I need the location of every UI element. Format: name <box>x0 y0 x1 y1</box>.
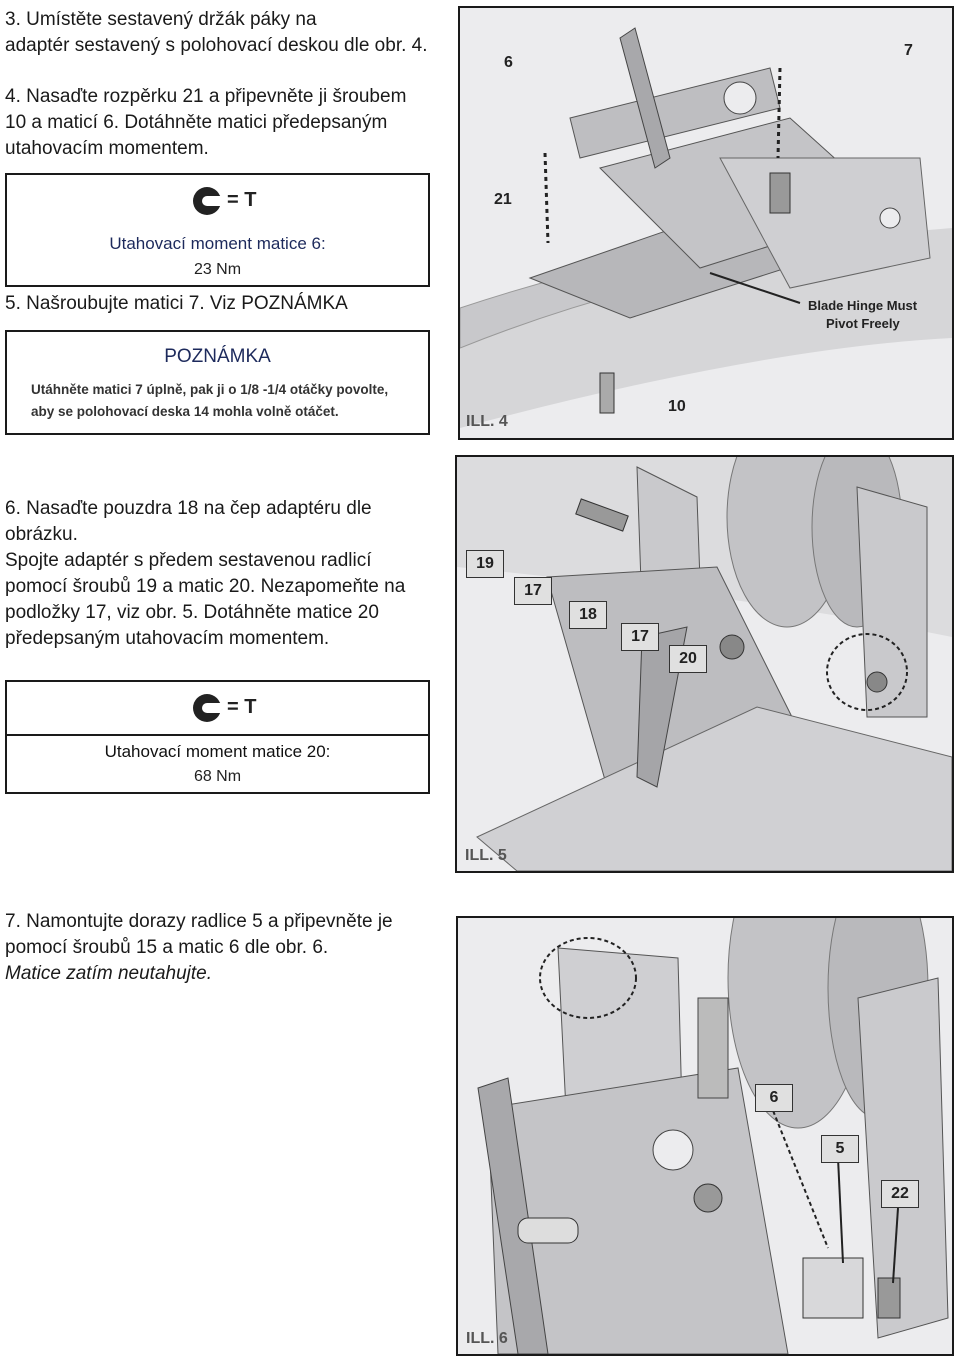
fig4-ill-label: ILL. 4 <box>466 413 508 430</box>
note-line1: Utáhněte matici 7 úplně, pak ji o 1/8 -1… <box>31 382 389 397</box>
fig4-label-6: 6 <box>504 54 513 71</box>
figure-ill-4: 6 7 21 10 Blade Hinge Must Pivot Freely … <box>458 6 954 440</box>
torque-divider <box>7 734 428 736</box>
step6-line2: obrázku. <box>5 524 78 545</box>
step6-line6: předepsaným utahovacím momentem. <box>5 628 330 649</box>
torque-box-1: = T Utahovací moment matice 6: 23 Nm <box>5 173 430 287</box>
fig4-label-7: 7 <box>904 42 913 59</box>
fig5-callout-18: 18 <box>569 601 607 629</box>
note-box: POZNÁMKA Utáhněte matici 7 úplně, pak ji… <box>5 330 430 435</box>
figure-ill-5: 19 17 18 17 20 ILL. 5 <box>455 455 954 873</box>
fig5-callout-19: 19 <box>466 550 504 578</box>
fig5-callout-20: 20 <box>669 645 707 673</box>
note-title: POZNÁMKA <box>164 346 271 367</box>
fig6-callout-5: 5 <box>821 1135 859 1163</box>
torque-label-1: Utahovací moment matice 6: <box>109 234 326 253</box>
step5-text: 5. Našroubujte matici 7. Viz POZNÁMKA <box>5 293 348 314</box>
fig5-callout-17a: 17 <box>514 577 552 605</box>
step4-line3: utahovacím momentem. <box>5 138 209 159</box>
torque-label-2: Utahovací moment matice 20: <box>104 742 331 761</box>
step3-line1: 3. Umístěte sestavený držák páky na <box>5 9 317 30</box>
fig6-callout-6: 6 <box>755 1084 793 1112</box>
torque-box-2: = T Utahovací moment matice 20: 68 Nm <box>5 680 430 794</box>
fig4-note-line2: Pivot Freely <box>826 316 900 331</box>
step7-line1: 7. Namontujte dorazy radlice 5 a připevn… <box>5 911 393 932</box>
fig5-ill-label: ILL. 5 <box>465 847 507 864</box>
step6-line5: podložky 17, viz obr. 5. Dotáhněte matic… <box>5 602 379 623</box>
fig4-label-21: 21 <box>494 191 512 208</box>
note-line2: aby se polohovací deska 14 mohla volně o… <box>31 404 339 419</box>
torque-value-1: 23 Nm <box>193 261 242 278</box>
fig4-label-10: 10 <box>668 398 686 415</box>
step3-line2: adaptér sestavený s polohovací deskou dl… <box>5 35 428 56</box>
figure-ill-6: 6 5 22 ILL. 6 <box>456 916 954 1356</box>
fig4-note-line1: Blade Hinge Must <box>808 298 918 313</box>
step6-line4: pomocí šroubů 19 a matic 20. Nezapomeňte… <box>5 576 406 597</box>
step7-line2: pomocí šroubů 15 a matic 6 dle obr. 6. <box>5 937 329 958</box>
torque-value-2: 68 Nm <box>193 768 242 785</box>
step4-line1: 4. Nasaďte rozpěrku 21 a připevněte ji š… <box>5 86 407 107</box>
step6-line1: 6. Nasaďte pouzdra 18 na čep adaptéru dl… <box>5 498 372 519</box>
step7-italic: Matice zatím neutahujte. <box>5 963 212 984</box>
torque-wrench-icon: = T <box>191 692 271 728</box>
step4-line2: 10 a maticí 6. Dotáhněte matici předepsa… <box>5 112 388 133</box>
fig6-callout-22: 22 <box>881 1180 919 1208</box>
fig5-callout-17b: 17 <box>621 623 659 651</box>
step6-line3: Spojte adaptér s předem sestavenou radli… <box>5 550 372 571</box>
fig6-ill-label: ILL. 6 <box>466 1330 508 1347</box>
torque-wrench-icon: = T <box>191 185 271 221</box>
